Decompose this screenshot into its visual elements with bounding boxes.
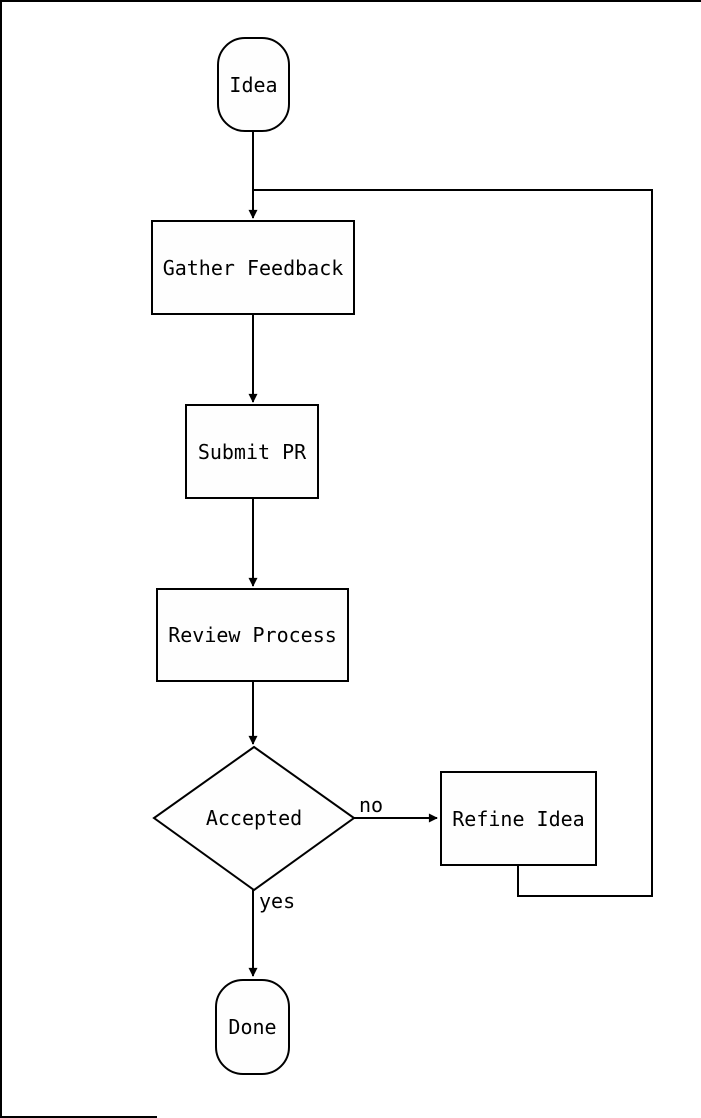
node-done: Done	[215, 979, 290, 1075]
node-done-label: Done	[228, 1015, 277, 1039]
page-border-bottom	[2, 1116, 157, 1118]
node-idea: Idea	[217, 37, 290, 132]
node-review-process-label: Review Process	[168, 623, 337, 647]
edge-refine-gather-loop	[253, 189, 653, 897]
edge-label-no: no	[359, 793, 384, 817]
node-accepted-diamond	[152, 745, 356, 892]
node-refine-idea-label: Refine Idea	[452, 806, 585, 831]
node-submit-pr-label: Submit PR	[197, 439, 307, 464]
edge-label-yes: yes	[259, 889, 296, 913]
node-accepted-label: Accepted	[205, 806, 303, 830]
node-gather-feedback-label: Gather Feedback	[162, 255, 344, 280]
node-gather-feedback: Gather Feedback	[151, 220, 355, 315]
node-review-process: Review Process	[156, 588, 349, 682]
node-idea-label: Idea	[229, 72, 278, 97]
node-submit-pr: Submit PR	[185, 404, 319, 499]
node-refine-idea: Refine Idea	[440, 771, 597, 866]
